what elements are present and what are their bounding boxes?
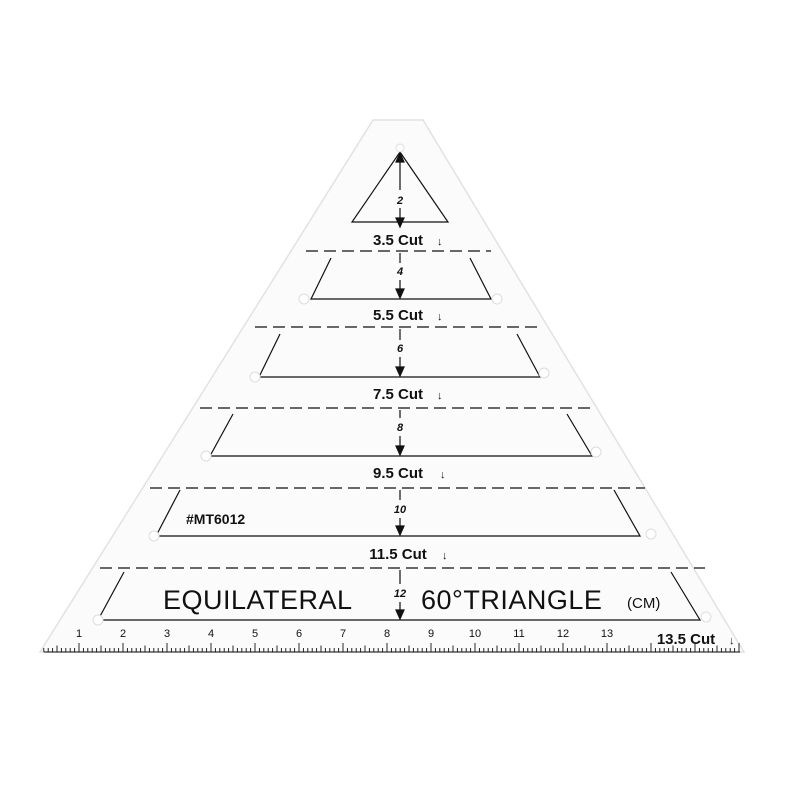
- hole: [148, 530, 160, 542]
- height-labels: 2 4 6 8 10 12: [394, 195, 407, 600]
- arrow-down-icon: [395, 288, 405, 300]
- scale-number: 7: [340, 628, 346, 640]
- title-equilateral: EQUILATERAL: [163, 585, 353, 615]
- hole: [249, 371, 261, 383]
- title-60-triangle: 60°TRIANGLE: [421, 585, 602, 615]
- product-code: #MT6012: [186, 511, 245, 527]
- scale-number: 9: [428, 628, 434, 640]
- guide-trapezoid-4: [155, 489, 642, 537]
- height-label: 8: [397, 422, 404, 434]
- hole: [395, 143, 405, 153]
- scale-number: 5: [252, 628, 258, 640]
- height-label: 6: [397, 343, 404, 355]
- guide-trapezoid-1: [310, 257, 492, 300]
- down-arrow-icon: ↓: [437, 311, 443, 323]
- guide-trapezoid-2: [258, 333, 542, 378]
- hole: [92, 614, 104, 626]
- hole: [590, 446, 602, 458]
- arrow-down-icon: [395, 445, 405, 457]
- guide-trapezoid-5: [96, 571, 702, 621]
- cut-label: 5.5 Cut: [373, 307, 423, 324]
- ruler-ticks: [43, 643, 740, 652]
- scale-number: 12: [557, 628, 569, 640]
- scale-number: 2: [120, 628, 126, 640]
- cut-label: 13.5 Cut: [657, 631, 715, 648]
- guide-trapezoid-3: [208, 413, 594, 457]
- scale-number: 4: [208, 628, 214, 640]
- down-arrow-icon: ↓: [729, 635, 735, 647]
- hole: [700, 611, 712, 623]
- cut-label-group: 11.5 Cut ↓: [369, 546, 447, 563]
- hole: [298, 293, 310, 305]
- height-arrows: [395, 151, 405, 621]
- ruler-holes: [92, 143, 712, 626]
- cut-label-group: 7.5 Cut ↓: [373, 386, 443, 403]
- dashed-cut-lines: [100, 250, 705, 569]
- arrow-up-icon: [395, 151, 405, 163]
- arrow-down-icon: [395, 609, 405, 621]
- down-arrow-icon: ↓: [437, 390, 443, 402]
- scale-number: 3: [164, 628, 170, 640]
- cut-label: 7.5 Cut: [373, 386, 423, 403]
- height-label: 12: [394, 588, 406, 600]
- scale-number: 6: [296, 628, 302, 640]
- cut-label-group: 9.5 Cut ↓: [373, 465, 446, 482]
- arrow-down-icon: [395, 217, 405, 229]
- scale-number: 11: [513, 628, 524, 640]
- arrow-down-icon: [395, 366, 405, 378]
- scale-number: 13: [601, 628, 613, 640]
- height-label: 10: [394, 504, 407, 516]
- arrow-down-icon: [395, 525, 405, 537]
- ruler-body: [38, 119, 746, 653]
- cut-label-group: 3.5 Cut ↓: [373, 232, 443, 249]
- unit-label: (CM): [627, 595, 660, 612]
- down-arrow-icon: ↓: [440, 469, 446, 481]
- hole: [538, 367, 550, 379]
- down-arrow-icon: ↓: [442, 550, 448, 562]
- height-label: 2: [396, 195, 403, 207]
- cut-labels: 3.5 Cut ↓ 5.5 Cut ↓ 7.5 Cut ↓ 9.5 Cut ↓ …: [369, 232, 734, 648]
- hole: [200, 450, 212, 462]
- cut-label: 11.5 Cut: [369, 546, 427, 563]
- cut-label-group: 13.5 Cut ↓: [657, 631, 735, 648]
- scale-number: 8: [384, 628, 390, 640]
- scale-number: 1: [76, 628, 82, 640]
- height-label: 4: [396, 266, 403, 278]
- cut-label: 3.5 Cut: [373, 232, 423, 249]
- cut-label: 9.5 Cut: [373, 465, 423, 482]
- hole: [491, 293, 503, 305]
- scale-number: 10: [469, 628, 481, 640]
- hole: [645, 528, 657, 540]
- cut-label-group: 5.5 Cut ↓: [373, 307, 443, 324]
- guide-shapes: [96, 150, 702, 621]
- down-arrow-icon: ↓: [437, 236, 443, 248]
